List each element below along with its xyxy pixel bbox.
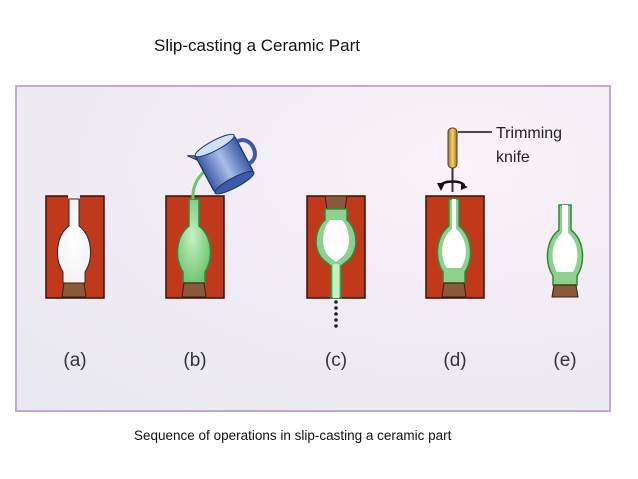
- drip-drops: [334, 300, 338, 328]
- step-label-a: (a): [63, 350, 86, 371]
- step-a-mold: [45, 193, 105, 299]
- page-title: Slip-casting a Ceramic Part: [154, 36, 360, 55]
- pitcher-icon: [186, 133, 257, 195]
- step-label-d: (d): [443, 350, 466, 371]
- knife-label-line2: knife: [496, 149, 530, 166]
- trimming-knife-icon: [437, 127, 492, 192]
- step-e-part: [546, 204, 584, 298]
- step-label-c: (c): [325, 350, 347, 371]
- step-d-mold: [425, 195, 485, 299]
- figure-caption: Sequence of operations in slip-casting a…: [134, 428, 452, 443]
- step-b-mold: [165, 170, 225, 299]
- step-label-e: (e): [553, 350, 576, 371]
- step-label-b: (b): [183, 350, 206, 371]
- knife-label-line1: Trimming: [496, 125, 562, 142]
- step-c-mold: [306, 195, 366, 328]
